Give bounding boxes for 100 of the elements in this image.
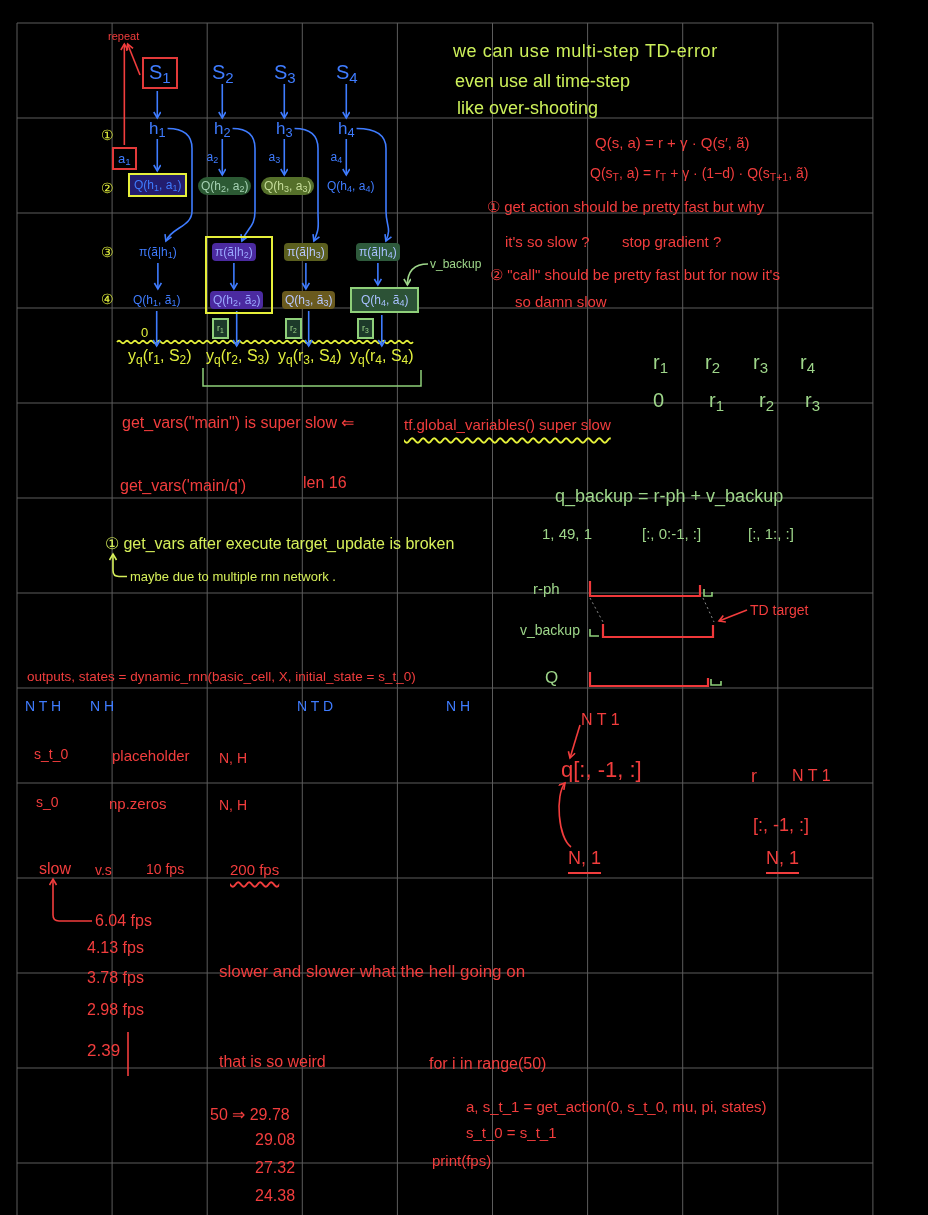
reward-label: r$_{3}$: [753, 352, 768, 372]
action-box: a$_{1}$: [112, 147, 137, 170]
equation-text: Q(s, a) = r + γ · Q(s′, ã): [595, 135, 750, 150]
arrow: [153, 138, 162, 172]
zero-label: 0: [653, 390, 665, 410]
reward-box: r$_{3}$: [357, 318, 374, 339]
arrow: [301, 262, 311, 290]
reward-box: r$_{1}$: [212, 318, 229, 339]
code-text: a, s_t_1 = get_action(0, s_t_0, mu, pi, states): [466, 1099, 767, 1114]
code-text: for i in range(50): [429, 1056, 547, 1072]
policy-label: π(ã|h$_{2}$): [212, 243, 256, 261]
edge-label: a$_{4}$: [330, 151, 343, 163]
hook-arrow: [48, 878, 93, 922]
range-bar: [588, 580, 714, 598]
fps-value: 6.04 fps: [95, 913, 152, 929]
fps-value: 24.38: [255, 1188, 296, 1204]
reward-label: r$_{3}$: [805, 390, 820, 410]
curved-arrow: [558, 782, 572, 848]
dashed-line: [589, 597, 604, 623]
note-text: ① get_vars after execute target_update is broken: [105, 536, 455, 552]
fps-value: 2.39: [87, 1042, 121, 1059]
bar-label: Q: [545, 669, 559, 686]
state-label: S$_{2}$: [212, 62, 234, 82]
note-text: get_vars("main") is super slow ⇐: [122, 415, 355, 431]
code-text: q[:, -1, :]: [561, 759, 642, 781]
arrow: [342, 83, 351, 119]
shape-label: N H: [90, 699, 115, 713]
code-text: print(fps): [432, 1153, 492, 1168]
curved-arrow: [355, 127, 393, 242]
note-text: we can use multi-step TD-error: [453, 42, 718, 60]
reward-label: r$_{4}$: [800, 352, 815, 372]
q-value-box: Q(h$_{1}$, a$_{1}$): [128, 173, 188, 197]
hidden-state-label: h$_{3}$: [276, 120, 293, 137]
code-text: outputs, states = dynamic_rnn(basic_cell, X, initial_state = s_t_0): [27, 670, 416, 684]
note-text: it's so slow ?: [505, 234, 590, 249]
bar-label: v_backup: [520, 623, 580, 637]
fps-value: 3.78 fps: [87, 970, 144, 986]
reward-label: r$_{2}$: [705, 352, 720, 372]
hook-arrow: [108, 553, 128, 578]
note-text: v.s: [95, 863, 112, 877]
code-text: s_0: [36, 795, 59, 809]
arrow: [153, 90, 162, 119]
note-text: maybe due to multiple rnn network .: [130, 570, 336, 583]
fps-value: 2.98 fps: [87, 1002, 144, 1018]
note-text: like over-shooting: [457, 99, 599, 117]
edge-label: a$_{3}$: [268, 151, 281, 163]
fps-value: 50 ⇒ 29.78: [210, 1107, 290, 1123]
arrow: [125, 43, 141, 76]
shape-label: N, H: [219, 751, 247, 765]
arrow: [377, 314, 387, 347]
code-text: r: [751, 767, 757, 785]
equation-text: Q(s$_{T}$, a) = r$_{T}$ + γ · (1−d) · Q(s$_{T+1}$, ã): [590, 166, 809, 180]
curved-arrow: [293, 127, 321, 242]
fps-value: 29.08: [255, 1132, 296, 1148]
reward-label: r$_{1}$: [653, 352, 668, 372]
policy-label: π(ã|h$_{4}$): [356, 243, 400, 261]
code-text: get_vars('main/q'): [120, 478, 247, 494]
range-bar: [588, 670, 723, 688]
annotation-text: v_backup: [430, 258, 482, 270]
q-value-label: Q(h$_{3}$, ã$_{3}$): [282, 291, 336, 309]
curved-arrow: [403, 263, 429, 286]
note-text: tf.global_variables() super slow: [404, 417, 611, 432]
arrow: [373, 262, 383, 286]
q-value-label: Q(h$_{4}$, a$_{4}$): [324, 177, 378, 195]
arrow: [304, 310, 313, 347]
shape-label: 1, 49, 1: [542, 526, 593, 541]
curved-arrow: [231, 127, 256, 242]
q-value-label: Q(h$_{2}$, ã$_{2}$): [210, 291, 264, 309]
arrow: [229, 262, 239, 290]
hidden-state-label: h$_{2}$: [214, 120, 231, 137]
arrow: [567, 724, 581, 759]
arrow: [718, 609, 748, 623]
arrow: [232, 310, 241, 347]
state-label: S$_{4}$: [336, 62, 358, 82]
fps-value: 27.32: [255, 1160, 296, 1176]
fps-value: 4.13 fps: [87, 940, 144, 956]
shape-label: N T 1: [792, 768, 831, 784]
shape-label: N, H: [219, 798, 247, 812]
shape-label: N T D: [297, 699, 334, 713]
q-value-label: Q(h$_{3}$, a$_{3}$): [261, 177, 315, 195]
step-number: ④: [101, 292, 114, 306]
arrow: [280, 138, 289, 176]
range-bar: [588, 622, 716, 639]
step-number: ①: [101, 128, 114, 142]
slice-label: [:, 1:, :]: [748, 526, 794, 541]
step-number: ②: [101, 181, 114, 195]
arrow: [342, 138, 351, 176]
step-number: ③: [101, 245, 114, 259]
hidden-state-label: h$_{1}$: [149, 120, 166, 137]
equation-text: q_backup = r-ph + v_backup: [555, 487, 784, 505]
note-text: slower and slower what the hell going on: [219, 963, 526, 980]
arrow: [120, 43, 129, 146]
arrow: [218, 138, 227, 176]
state-label: S$_{3}$: [274, 62, 296, 82]
policy-label: π(ã|h$_{3}$): [284, 243, 328, 261]
q-value-box: Q(h$_{4}$, ã$_{4}$): [350, 287, 420, 313]
fps-value: 10 fps: [146, 862, 185, 876]
policy-label: π(ã|h$_{1}$): [136, 243, 180, 261]
note-text: ② "call" should be pretty fast but for now it's: [490, 267, 780, 282]
slice-label: [:, 0:-1, :]: [642, 526, 702, 541]
